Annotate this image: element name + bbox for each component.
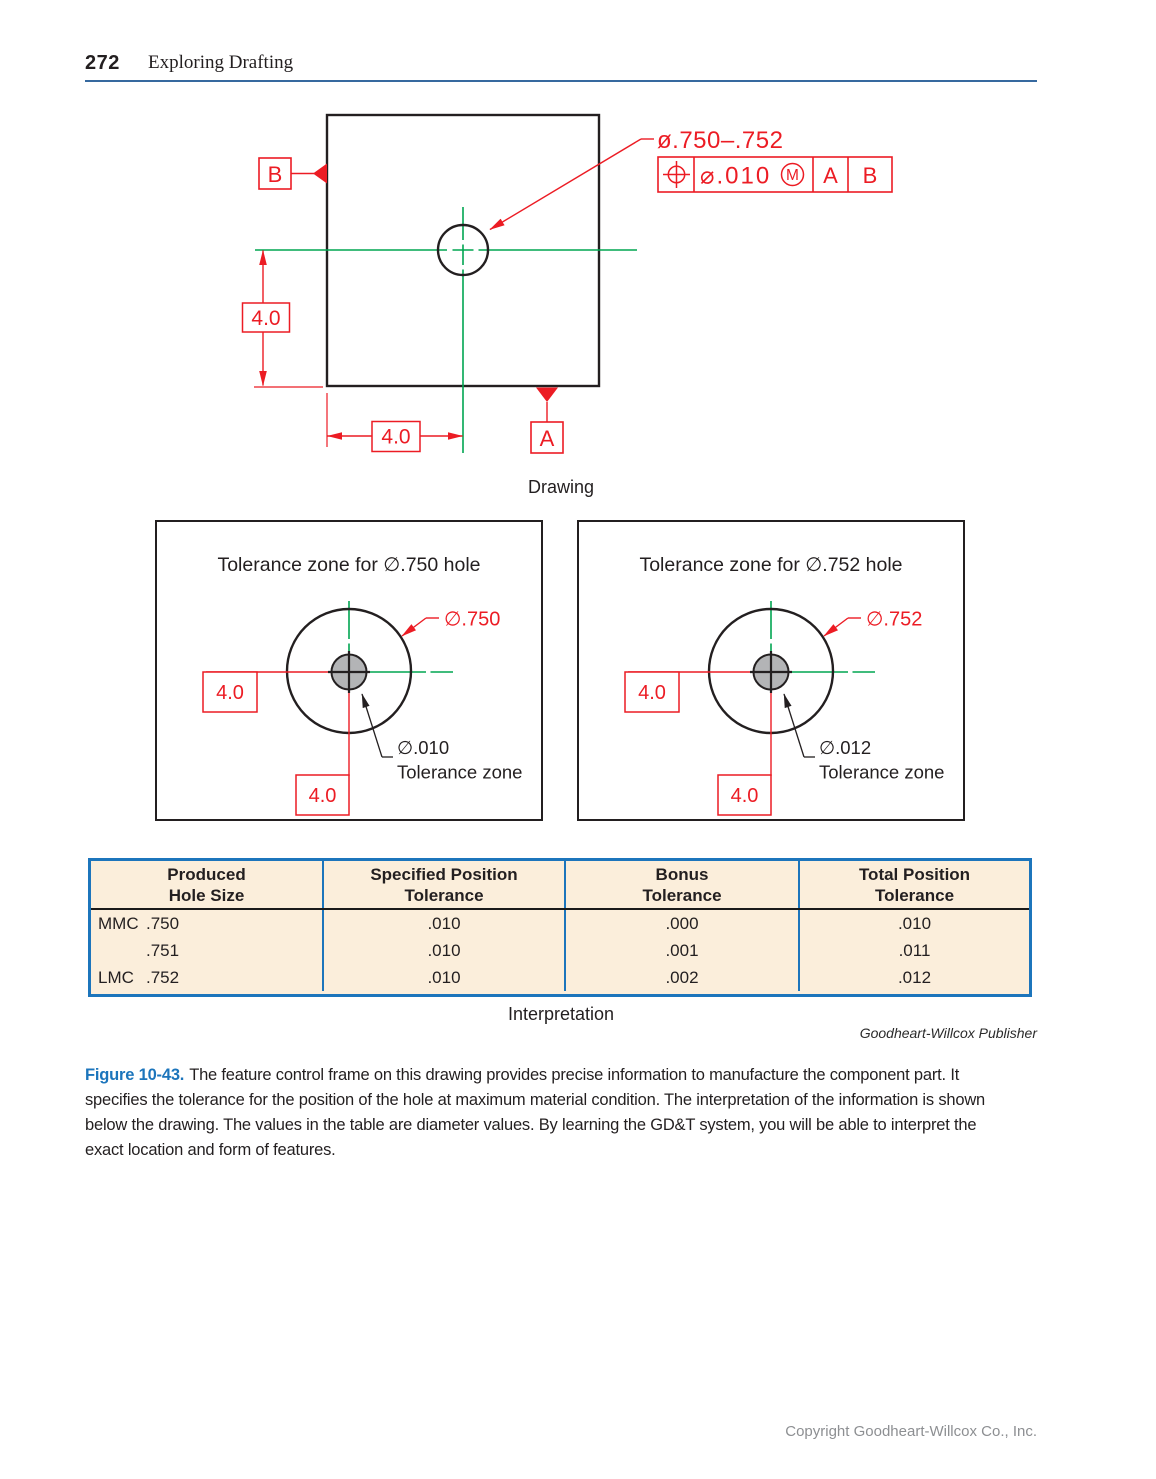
hole-size-value: .751	[146, 941, 180, 960]
drawing-caption: Drawing	[527, 477, 595, 497]
hole-size-value: .750	[146, 914, 180, 933]
figure-caption: Figure 10-43.The feature control frame o…	[85, 1063, 990, 1163]
datum-a-triangle-icon	[536, 387, 558, 402]
zone-diameter-leader	[823, 617, 861, 637]
zone-title: Tolerance zone for ∅.752 hole	[639, 554, 902, 576]
zone-dim-left: 4.0	[638, 682, 666, 704]
zone-dim-bottom: 4.0	[309, 785, 337, 807]
zone-diameter-label: ∅.750	[444, 609, 500, 631]
condition-label: LMC	[98, 968, 134, 987]
table-row: MMC .750 .010 .000 .010	[91, 910, 1029, 937]
copyright-footer: Copyright Goodheart-Willcox Co., Inc.	[785, 1423, 1037, 1440]
centerlines	[255, 207, 637, 453]
fcf-mmc-modifier: M	[786, 167, 799, 184]
datum-a-label: A	[540, 426, 555, 451]
horizontal-dim-value: 4.0	[381, 426, 410, 449]
tolerance-zone-diagrams: Tolerance zone for ∅.750 hole 4.0 4.0 ∅.…	[155, 520, 965, 821]
tolerance-zone-box-752: Tolerance zone for ∅.752 hole 4.0 4.0 ∅.…	[577, 520, 965, 821]
feature-control-frame	[657, 156, 893, 193]
fcf-datum-2: B	[863, 163, 878, 188]
page-number: 272	[85, 52, 120, 74]
datum-b-symbol: B	[258, 157, 327, 190]
zone-dim-left: 4.0	[216, 682, 244, 704]
publisher-credit: Goodheart-Willcox Publisher	[859, 1025, 1037, 1041]
specified-tolerance-value: .010	[324, 964, 566, 991]
total-tolerance-value: .010	[897, 914, 932, 933]
interpretation-caption: Interpretation	[507, 1004, 615, 1024]
fcf-tolerance-value: ⌀.010	[700, 163, 771, 190]
datum-a-symbol: A	[530, 387, 564, 454]
zone-title: Tolerance zone for ∅.750 hole	[217, 554, 480, 576]
zone-diameter-label: ∅.752	[866, 609, 922, 631]
vertical-dimension: 4.0	[241, 249, 323, 388]
bonus-tolerance-value: .001	[566, 937, 800, 964]
hole-size-value: .752	[146, 968, 180, 987]
zone-tolerance-caption: Tolerance zone	[819, 762, 944, 783]
hole-circle	[436, 223, 490, 277]
zone-diameter-leader	[401, 617, 439, 637]
zone-tolerance-caption: Tolerance zone	[397, 762, 522, 783]
zone-dim-bottom: 4.0	[731, 785, 759, 807]
tolerance-zone-box-750: Tolerance zone for ∅.750 hole 4.0 4.0 ∅.…	[155, 520, 543, 821]
figure-caption-text: The feature control frame on this drawin…	[85, 1065, 986, 1159]
datum-b-triangle-icon	[313, 163, 327, 184]
zone-tolerance-label: ∅.012	[819, 737, 871, 758]
horizontal-dimension: 4.0	[326, 393, 464, 453]
condition-label	[98, 937, 146, 964]
fcf-datum-1: A	[823, 163, 838, 188]
table-row: .751 .010 .001 .011	[91, 937, 1029, 964]
header-rule	[85, 80, 1037, 82]
vertical-dim-value: 4.0	[251, 307, 280, 330]
table-row: LMC .752 .010 .002 .012	[91, 964, 1029, 991]
total-tolerance-value: .011	[898, 941, 931, 960]
datum-b-label: B	[268, 162, 283, 187]
bonus-tolerance-value: .000	[566, 910, 800, 937]
hole-size-note: ø.750–.752	[657, 127, 783, 154]
figure-number-label: Figure 10-43.	[85, 1065, 185, 1084]
zone-tolerance-label: ∅.010	[397, 737, 449, 758]
total-tolerance-value: .012	[897, 968, 932, 987]
condition-label: MMC	[98, 914, 139, 933]
bonus-tolerance-value: .002	[566, 964, 800, 991]
gdt-drawing: ø.750–.752 ⌀.010 M A B B A	[241, 113, 893, 454]
zone-tolerance-leader	[361, 693, 393, 758]
zone-tolerance-leader	[783, 693, 815, 758]
mmc-modifier-circle-icon	[780, 162, 805, 187]
hole-leader	[489, 138, 654, 231]
specified-tolerance-value: .010	[324, 910, 566, 937]
specified-tolerance-value: .010	[324, 937, 566, 964]
book-title: Exploring Drafting	[148, 52, 294, 73]
